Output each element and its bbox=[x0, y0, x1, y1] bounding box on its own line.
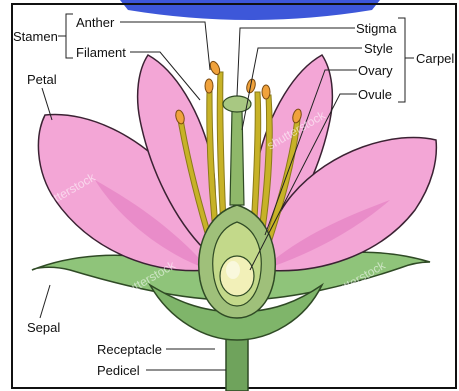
stamen-bracket bbox=[66, 14, 73, 58]
label-filament: Filament bbox=[76, 45, 126, 60]
label-carpel: Carpel bbox=[416, 51, 454, 66]
anther bbox=[205, 79, 213, 93]
leader-sepal bbox=[40, 285, 50, 318]
watermark-text: shutterstock bbox=[360, 318, 424, 363]
ovule-highlight bbox=[226, 261, 240, 279]
label-stamen: Stamen bbox=[13, 29, 58, 44]
label-stigma: Stigma bbox=[356, 21, 396, 36]
label-anther: Anther bbox=[76, 15, 114, 30]
label-sepal: Sepal bbox=[27, 320, 60, 335]
label-ovary: Ovary bbox=[358, 63, 393, 78]
label-ovule: Ovule bbox=[358, 87, 392, 102]
label-receptacle: Receptacle bbox=[97, 342, 162, 357]
carpel-bracket bbox=[398, 18, 405, 102]
anther bbox=[262, 85, 270, 99]
leader-anther bbox=[120, 22, 210, 70]
label-pedicel: Pedicel bbox=[97, 363, 140, 378]
style bbox=[230, 110, 244, 205]
label-petal: Petal bbox=[27, 72, 57, 87]
label-style: Style bbox=[364, 41, 393, 56]
